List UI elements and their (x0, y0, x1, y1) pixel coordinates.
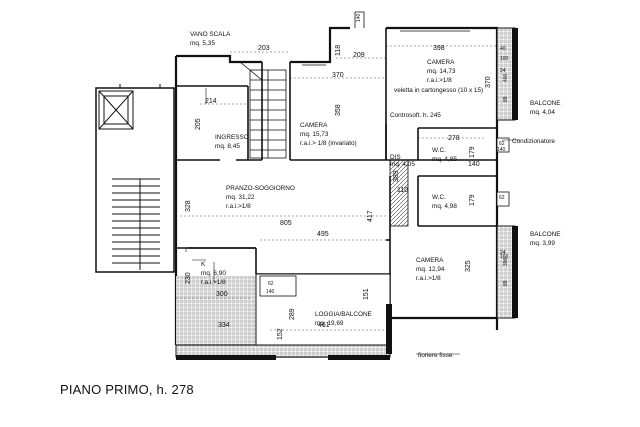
dim-396: 396 (503, 257, 509, 266)
balcony-right (496, 27, 518, 319)
camera1-rai: r.a.i.> 1/8 (invariato) (300, 140, 357, 147)
window-marks (302, 11, 470, 66)
balcone2-label: BALCONE (530, 231, 561, 238)
dim-24b: 24 (500, 250, 506, 256)
ingresso-label: INGRESSO (215, 134, 249, 141)
dim-300: 300 (216, 291, 228, 298)
pranzo-rai: r.a.i.>1/8 (226, 203, 251, 210)
dim-389: 389 (393, 170, 400, 182)
plan-title: PIANO PRIMO, h. 278 (60, 382, 194, 397)
dim-118: 118 (335, 45, 342, 56)
loggia-area: mq. 19,69 (315, 320, 344, 327)
dim-328: 328 (185, 200, 192, 212)
dim-278: 278 (448, 135, 460, 142)
dim-152: 152 (277, 328, 284, 340)
ingresso-area: mq. 8,45 (215, 143, 240, 150)
dis-area: mq. 4,05 (390, 161, 415, 168)
dim-89a: 89 (503, 96, 509, 102)
balcone1-area: mq. 4,04 (530, 109, 555, 116)
dim-289: 289 (289, 308, 296, 320)
dim-151: 151 (363, 288, 370, 300)
camera2-label: CAMERA (427, 59, 455, 66)
dim-140d: 140 (497, 147, 506, 153)
condizionatore-label: Condizionatore (512, 138, 555, 145)
dim-62b: 62 (499, 141, 505, 147)
pranzo-area: mq. 31,22 (226, 194, 255, 201)
dim-205: 205 (195, 118, 202, 130)
fioriere-label: fioriere fisse (418, 352, 453, 359)
dim-461: 461 (318, 322, 330, 329)
dim-203: 203 (258, 45, 270, 52)
wc1-area: mq. 4,85 (432, 156, 457, 163)
dim-209: 209 (353, 52, 365, 59)
wc2-area: mq. 4,98 (432, 203, 457, 210)
dim-400: 400 (503, 73, 509, 82)
dim-179b: 179 (469, 194, 476, 206)
dim-40: 40 (500, 46, 506, 52)
camera2-note: veletta in cartongesso (10 x 15) (394, 87, 483, 94)
wc2-label: W.C. (432, 194, 446, 201)
pranzo-label: PRANZO-SOGGIORNO (226, 185, 295, 192)
dim-805: 805 (280, 220, 292, 227)
dimension-lines (176, 45, 497, 331)
camera3-label: CAMERA (416, 257, 444, 264)
camera1-area: mq. 15,73 (300, 131, 329, 138)
k-area: mq. 6,90 (201, 270, 226, 277)
dim-495: 495 (317, 231, 329, 238)
camera1-label: CAMERA (300, 122, 328, 129)
dim-24a: 24 (500, 68, 506, 74)
dim-398: 398 (433, 45, 445, 52)
camera2-area: mq. 14,73 (427, 68, 456, 75)
dim-179a: 179 (469, 146, 476, 158)
dim-230: 230 (185, 272, 192, 284)
dim-160: 160 (500, 254, 509, 260)
dim-62c: 62 (499, 195, 505, 201)
dis-label: DIS (390, 154, 401, 161)
k-rai: r.a.i.>1/8 (201, 279, 226, 286)
misc-marks (185, 88, 520, 355)
dim-214: 214 (205, 98, 217, 105)
loggia-area (175, 273, 392, 360)
camera3-area: mq. 12,94 (416, 266, 445, 273)
vano-scala-area: mq. 5,35 (190, 40, 215, 47)
dim-140c: 140 (266, 289, 275, 295)
loggia-label: LOGGIA/BALCONE (315, 311, 372, 318)
stair-block (95, 84, 175, 273)
dim-110: 110 (397, 187, 408, 194)
vano-scala-label: VANO SCALA (190, 31, 231, 38)
dim-417: 417 (367, 210, 374, 222)
dim-370a: 370 (332, 72, 344, 79)
balcone1-label: BALCONE (530, 100, 561, 107)
dim-334: 334 (218, 322, 230, 329)
dis-corridor (389, 159, 409, 227)
camera2-rai: r.a.i.>1/8 (427, 77, 452, 84)
dim-358: 358 (335, 104, 342, 116)
controsoffitto-label: Controsoft. h. 245 (390, 112, 441, 119)
inner-stair (239, 61, 287, 159)
dim-62a: 62 (268, 281, 274, 287)
camera3-rai: r.a.i.>1/8 (416, 275, 441, 282)
dim-140b: 140 (468, 161, 480, 168)
dim-100: 100 (500, 56, 509, 62)
balcone2-area: mq. 3,99 (530, 240, 555, 247)
dim-370b: 370 (485, 76, 492, 88)
wc1-label: W.C. (432, 147, 446, 154)
dim-325: 325 (465, 260, 472, 272)
dim-140a: 140 (356, 13, 362, 22)
dim-89b: 89 (503, 280, 509, 286)
k-label: K (201, 261, 206, 268)
